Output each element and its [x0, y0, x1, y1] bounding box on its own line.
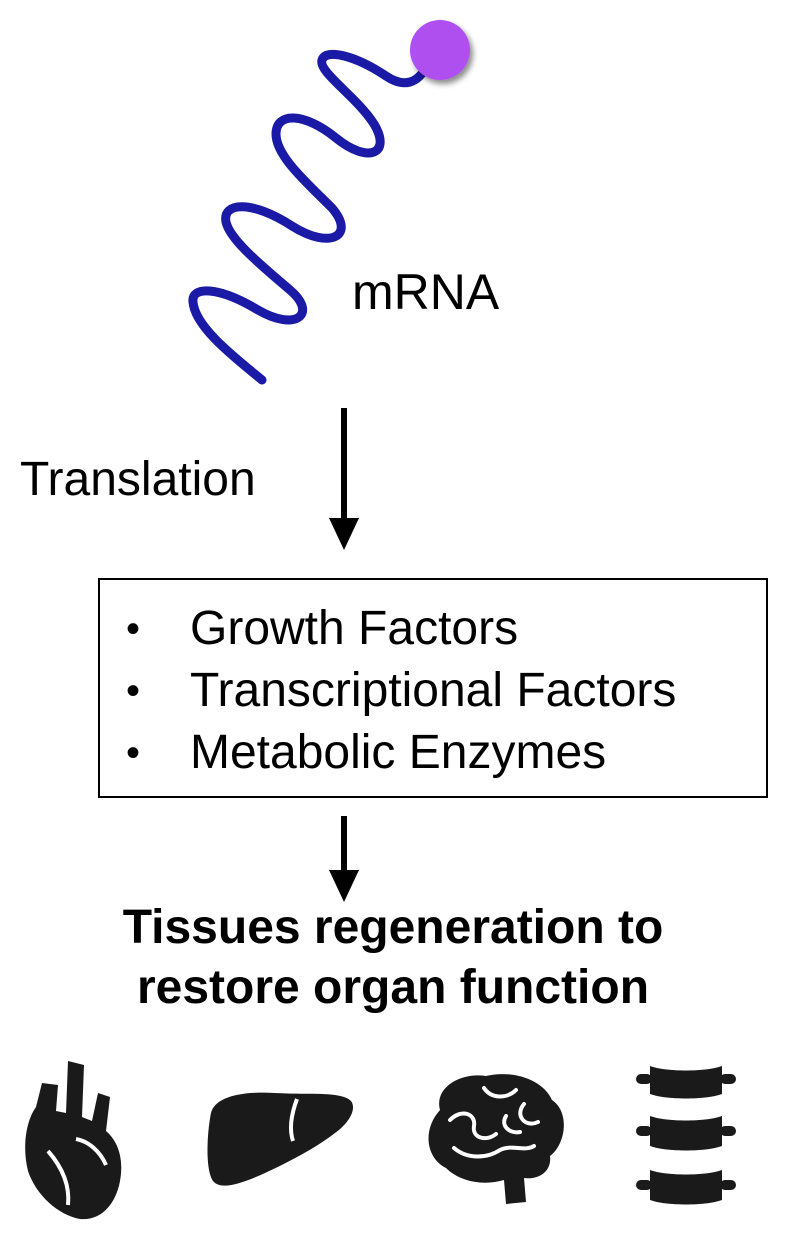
list-item: • Metabolic Enzymes	[100, 722, 766, 784]
protein-products-box: • Growth Factors • Transcriptional Facto…	[98, 578, 768, 798]
outcome-line-1: Tissues regeneration to	[122, 901, 664, 954]
list-item: • Transcriptional Factors	[100, 660, 766, 722]
mrna-strand	[188, 49, 433, 385]
bullet: •	[126, 607, 141, 651]
list-item: • Growth Factors	[100, 598, 766, 660]
heart-icon	[25, 1061, 122, 1220]
outcome-line-2: restore organ function	[136, 961, 650, 1014]
product-label: Growth Factors	[190, 602, 519, 655]
protein-products-list: • Growth Factors • Transcriptional Facto…	[100, 598, 766, 784]
mrna-diagram	[188, 20, 470, 385]
brain-icon	[428, 1074, 564, 1204]
outcome-heading: Tissues regeneration to restore organ fu…	[0, 898, 786, 1018]
mrna-label: mRNA	[352, 264, 500, 320]
liver-icon	[207, 1092, 354, 1186]
mrna-cap	[410, 20, 470, 80]
bullet: •	[126, 731, 141, 775]
product-label: Transcriptional Factors	[190, 664, 677, 717]
bullet: •	[126, 669, 141, 713]
spine-icon	[636, 1066, 736, 1205]
product-label: Metabolic Enzymes	[190, 726, 607, 779]
translation-label: Translation	[20, 453, 256, 506]
